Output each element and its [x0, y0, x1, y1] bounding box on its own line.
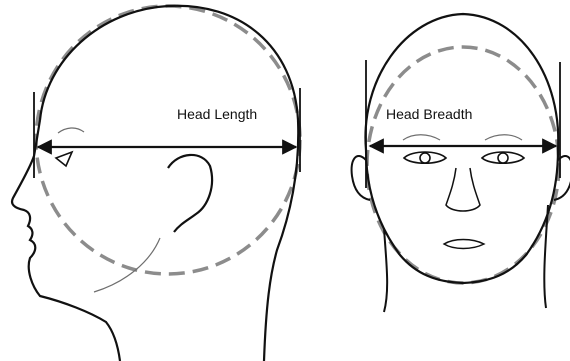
head-breadth-label: Head Breadth: [386, 106, 472, 122]
side-jaw-line: [94, 238, 160, 292]
side-eye: [56, 152, 72, 166]
front-left-pupil: [420, 153, 430, 163]
front-right-brow: [485, 135, 522, 140]
front-head-outline: [365, 14, 558, 283]
side-face-profile: [12, 120, 120, 361]
side-brow-line: [58, 128, 84, 133]
front-right-pupil: [498, 153, 508, 163]
front-left-brow: [403, 135, 440, 140]
front-neck-left: [384, 228, 387, 312]
head-length-label: Head Length: [177, 106, 257, 122]
side-ear: [168, 155, 212, 232]
front-view-head: [352, 14, 570, 312]
front-nose: [446, 168, 480, 211]
side-profile-head: [12, 6, 300, 361]
front-mouth: [444, 240, 484, 249]
